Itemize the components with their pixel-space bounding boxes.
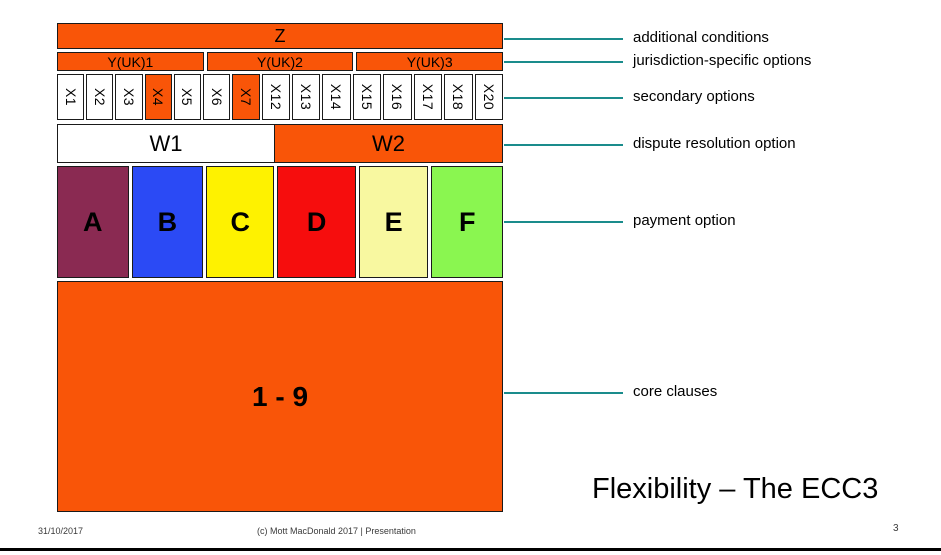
- ecc3-structure-diagram: Z Y(UK)1 Y(UK)2 Y(UK)3 X1 X2 X3 X4 X5 X6…: [57, 23, 504, 512]
- annotation-core-clauses: core clauses: [633, 383, 718, 400]
- x14-block: X14: [322, 74, 351, 120]
- connector-line-core-clauses: [504, 392, 623, 394]
- connector-line-secondary-options: [504, 97, 623, 99]
- y-uk1-block: Y(UK)1: [57, 52, 204, 71]
- x14-label: X14: [328, 83, 345, 111]
- x5-label: X5: [179, 87, 196, 107]
- payment-option-c-block: C: [206, 166, 275, 278]
- y-uk1-label: Y(UK)1: [107, 53, 154, 70]
- footer-date: 31/10/2017: [38, 526, 84, 536]
- x20-label: X20: [480, 83, 497, 111]
- w2-label: W2: [372, 130, 406, 156]
- x12-block: X12: [261, 74, 291, 120]
- x4-block: X4: [144, 74, 172, 120]
- x12-label: X12: [267, 83, 284, 111]
- payment-option-f-label: F: [458, 206, 476, 237]
- slide-bottom-divider: [0, 548, 941, 551]
- x18-block: X18: [444, 74, 473, 120]
- x13-label: X13: [298, 83, 315, 111]
- core-clauses-label: 1 - 9: [251, 380, 309, 412]
- secondary-options-row: X1 X2 X3 X4 X5 X6 X7 X12 X13 X14 X15 X16…: [57, 74, 504, 120]
- z-label: Z: [274, 25, 286, 46]
- additional-conditions-block: Z: [57, 23, 503, 49]
- payment-option-c-label: C: [230, 206, 251, 237]
- x1-label: X1: [62, 87, 79, 107]
- x3-block: X3: [115, 74, 143, 120]
- y-uk2-label: Y(UK)2: [257, 53, 303, 70]
- x18-label: X18: [450, 83, 467, 111]
- x7-label: X7: [238, 87, 255, 107]
- w1-block: W1: [57, 124, 276, 163]
- x6-block: X6: [203, 74, 231, 120]
- x20-block: X20: [474, 74, 504, 120]
- payment-option-f-block: F: [431, 166, 503, 278]
- x2-label: X2: [91, 87, 108, 107]
- payment-option-d-block: D: [277, 166, 356, 278]
- x13-block: X13: [292, 74, 321, 120]
- annotation-secondary-options: secondary options: [633, 88, 755, 105]
- payment-option-e-label: E: [384, 206, 403, 237]
- w2-block: W2: [274, 124, 503, 163]
- x16-label: X16: [389, 83, 406, 111]
- payment-option-b-label: B: [157, 206, 178, 237]
- payment-option-e-block: E: [358, 166, 429, 278]
- w1-label: W1: [149, 130, 183, 156]
- payment-options-row: A B C D E F: [57, 166, 503, 278]
- y-uk2-block: Y(UK)2: [206, 52, 354, 71]
- x3-label: X3: [121, 87, 138, 107]
- x16-block: X16: [383, 74, 412, 120]
- slide-page-number: 3: [893, 523, 899, 534]
- payment-option-d-label: D: [306, 206, 327, 237]
- slide-title: Flexibility – The ECC3: [592, 473, 879, 505]
- core-clauses-block: 1 - 9: [57, 281, 503, 512]
- connector-line-payment-option: [504, 221, 623, 223]
- x17-label: X17: [419, 83, 436, 111]
- x15-block: X15: [352, 74, 382, 120]
- y-uk3-label: Y(UK)3: [406, 53, 453, 70]
- x17-block: X17: [413, 74, 443, 120]
- annotation-additional-conditions: additional conditions: [633, 29, 769, 46]
- x2-block: X2: [86, 74, 114, 120]
- x15-label: X15: [359, 83, 376, 111]
- payment-option-a-label: A: [83, 206, 103, 237]
- x1-block: X1: [57, 74, 85, 120]
- x4-label: X4: [150, 87, 167, 107]
- y-uk3-block: Y(UK)3: [356, 52, 504, 71]
- footer-copyright: (c) Mott MacDonald 2017 | Presentation: [257, 526, 416, 536]
- x5-block: X5: [173, 74, 202, 120]
- connector-line-additional-conditions: [504, 38, 623, 40]
- connector-line-dispute-resolution: [504, 144, 623, 146]
- x6-label: X6: [208, 87, 225, 107]
- annotation-jurisdiction-options: jurisdiction-specific options: [633, 52, 812, 69]
- annotation-payment-option: payment option: [633, 212, 736, 229]
- dispute-resolution-row: W1 W2: [57, 124, 503, 163]
- x7-block: X7: [232, 74, 260, 120]
- payment-option-b-block: B: [131, 166, 204, 278]
- annotation-dispute-resolution: dispute resolution option: [633, 135, 796, 152]
- payment-option-a-block: A: [57, 166, 129, 278]
- jurisdiction-options-row: Y(UK)1 Y(UK)2 Y(UK)3: [57, 52, 504, 71]
- connector-line-jurisdiction-options: [504, 61, 623, 63]
